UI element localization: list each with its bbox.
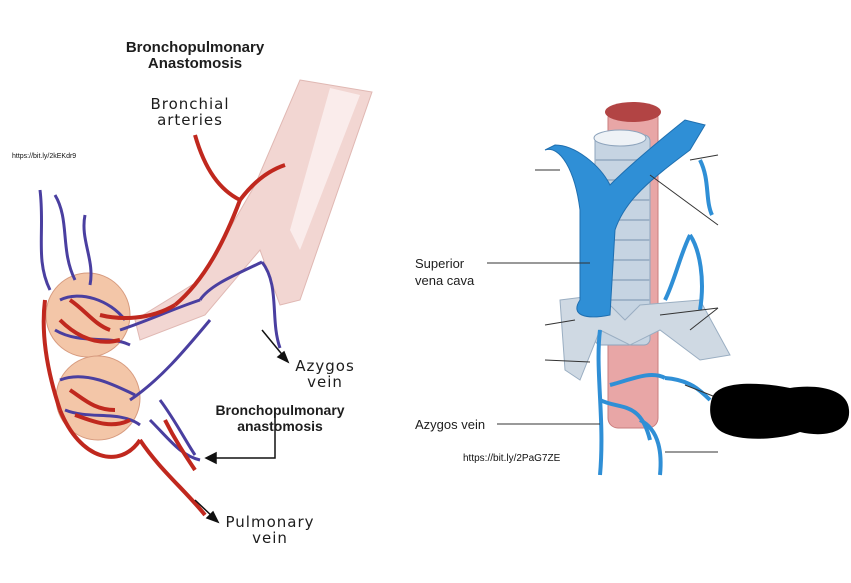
right-source-url: https://bit.ly/2PaG7ZE [463,453,561,464]
right-mediastinum-diagram [410,100,850,485]
label-azygos-vein-right: Azygos vein [415,417,486,432]
label-azygos-vein-left: Azygos vein [295,357,355,391]
label-superior-vena-cava: Superior vena cava [415,256,475,288]
bronchus-highlight [290,88,360,250]
redaction-blot [710,383,850,439]
superior-vena-cava-vessel [544,119,706,318]
arterial-network [41,134,286,517]
label-pulmonary-vein: Pulmonary vein [225,513,315,547]
label-bronchial-arteries: Bronchial arteries [150,95,230,129]
azygos-vein-vessel [596,159,714,476]
label-bronchopulmonary-anastomosis: Bronchopulmonary anastomosis [215,402,345,434]
left-diagram-title: Bronchopulmonary Anastomosis [125,39,265,72]
venous-network [38,189,282,462]
left-source-url: https://bit.ly/2kEKdr9 [12,153,77,160]
left-bronchopulmonary-diagram [38,79,373,524]
leader-lines [487,154,719,453]
pointer-arrows [194,329,290,524]
